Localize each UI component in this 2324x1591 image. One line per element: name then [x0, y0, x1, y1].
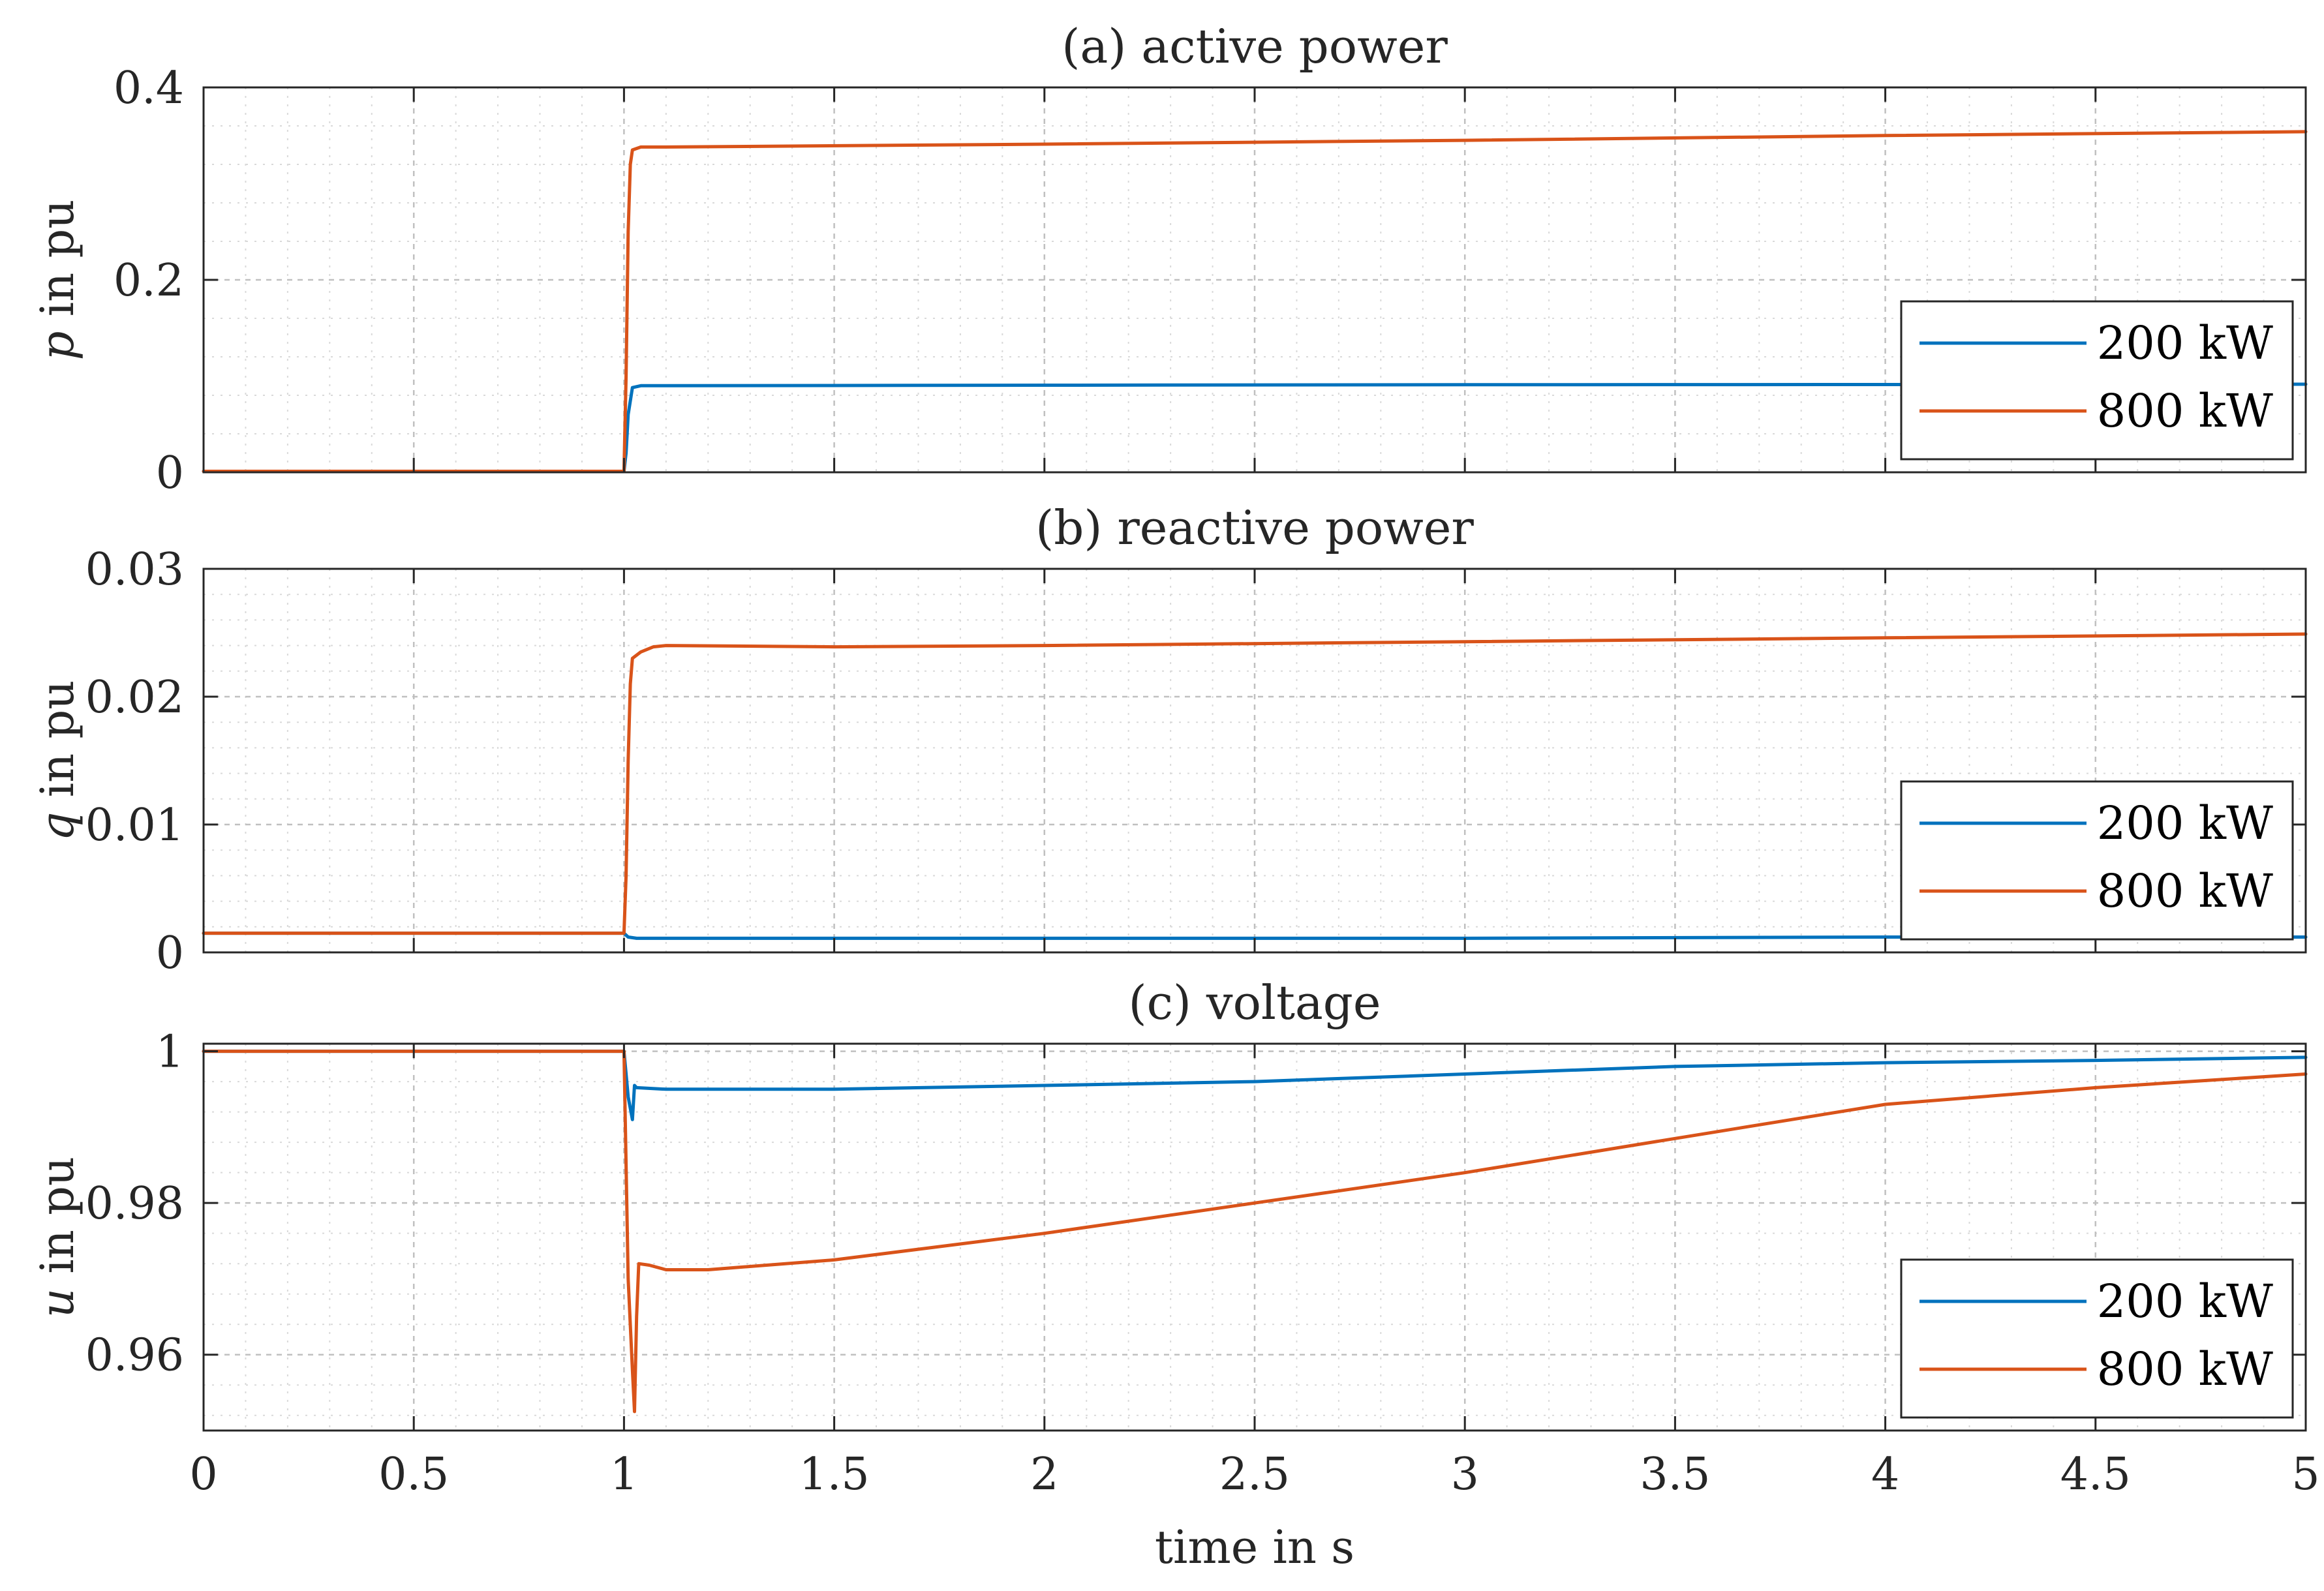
y-axis-unit: in pu	[31, 1157, 84, 1288]
x-tick-label: 0.5	[378, 1449, 449, 1500]
legend-label: 200 kW	[2097, 796, 2273, 850]
legend: 200 kW 800 kW	[1900, 780, 2294, 941]
major-grid	[202, 86, 2307, 474]
legend-label: 200 kW	[2097, 316, 2273, 370]
legend-label: 800 kW	[2097, 864, 2273, 918]
x-tick-label: 5	[2291, 1449, 2319, 1500]
y-tick-label: 0	[156, 447, 184, 499]
legend-box	[1900, 300, 2294, 461]
y-axis-variable: p	[31, 331, 84, 361]
panel-3: 0.96 0.98 1 0 0.5 1 1.5 2 2.5 3 3.5 4 4.5 5 (c) voltag…	[31, 975, 2320, 1574]
x-tick-label: 3.5	[1640, 1449, 1710, 1500]
y-axis-unit: in pu	[31, 680, 84, 812]
panel-title: (b) reactive power	[1035, 500, 1474, 555]
panel-title: (c) voltage	[1129, 975, 1381, 1030]
y-tick-label: 0.2	[114, 255, 184, 307]
y-axis-label: q in pu	[31, 680, 84, 841]
series-line-800-kW	[202, 632, 2308, 935]
x-tick-label: 2.5	[1219, 1449, 1290, 1500]
legend-label: 800 kW	[2097, 384, 2273, 438]
x-tick-label: 2	[1030, 1449, 1058, 1500]
legend: 200 kW 800 kW	[1900, 300, 2294, 461]
y-tick-label: 1	[156, 1027, 184, 1078]
x-tick-label: 4.5	[2060, 1449, 2131, 1500]
x-tick-label: 3	[1451, 1449, 1479, 1500]
legend-label: 200 kW	[2097, 1275, 2273, 1328]
y-tick-label: 0.01	[85, 800, 184, 851]
x-tick-label: 4	[1871, 1449, 1899, 1500]
y-tick-label: 0.96	[85, 1330, 184, 1382]
series-line-800-kW	[202, 1050, 2308, 1414]
y-tick-label: 0	[156, 928, 184, 979]
y-axis-variable: q	[31, 812, 84, 841]
panel-2: 0 0.01 0.02 0.03 (b) reactive power q in pu 20…	[31, 500, 2308, 979]
x-tick-label: 1	[610, 1449, 638, 1500]
y-tick-label: 0.03	[85, 544, 184, 596]
x-axis-label: time in s	[1155, 1521, 1354, 1574]
y-axis-unit: in pu	[31, 200, 84, 331]
x-tick-label: 0	[189, 1449, 217, 1500]
y-axis-label: p in pu	[31, 200, 84, 361]
legend-box	[1900, 1258, 2294, 1419]
legend-box	[1900, 780, 2294, 941]
series-line-800-kW	[202, 130, 2308, 473]
y-axis-label: u in pu	[31, 1157, 84, 1318]
y-axis-variable: u	[31, 1288, 84, 1318]
y-tick-label: 0.02	[85, 672, 184, 723]
panel-title: (a) active power	[1062, 19, 1448, 74]
legend-label: 800 kW	[2097, 1342, 2273, 1396]
panel-1: 0 0.2 0.4 (a) active power p in pu 200 kW 800 …	[31, 19, 2308, 499]
legend: 200 kW 800 kW	[1900, 1258, 2294, 1419]
y-tick-label: 0.4	[114, 63, 184, 114]
series-line-200-kW	[202, 1050, 2308, 1121]
x-tick-label: 1.5	[799, 1449, 870, 1500]
y-tick-label: 0.98	[85, 1178, 184, 1230]
